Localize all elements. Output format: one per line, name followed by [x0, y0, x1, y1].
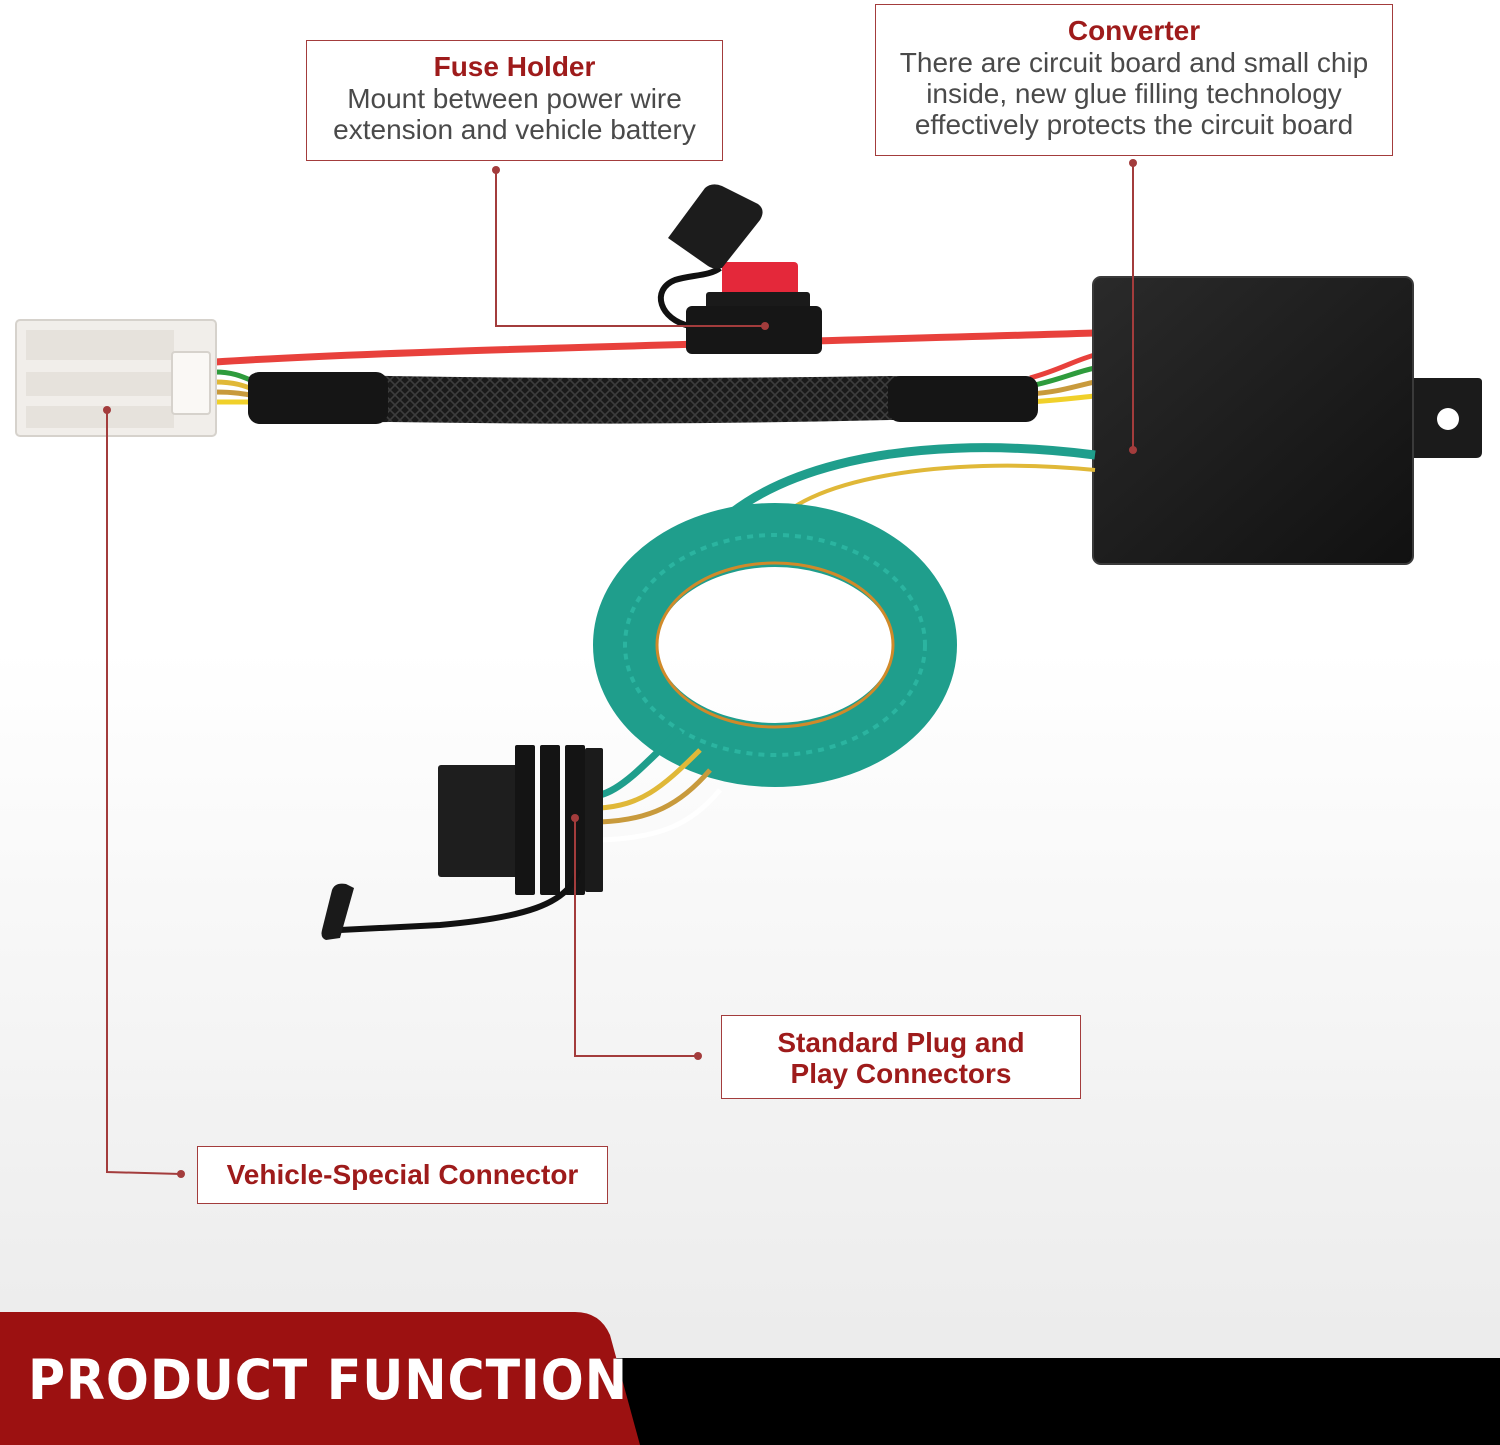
converter-desc-line3: effectively protects the circuit board — [914, 109, 1354, 140]
fuse-holder-desc-line1: Mount between power wire — [347, 83, 682, 114]
product-function-banner — [0, 1312, 1500, 1445]
converter-desc-line2: inside, new glue filling technology — [926, 78, 1342, 109]
banner-title: PRODUCT FUNCTION — [28, 1348, 628, 1412]
converter-module-graphic — [1092, 276, 1482, 565]
plug-and-play-title-line1: Standard Plug and — [777, 1027, 1025, 1058]
harness-wires-right — [1029, 352, 1096, 405]
coiled-cable — [593, 443, 1096, 843]
converter-title: Converter — [1067, 15, 1201, 46]
plug-and-play-title-line2: Play Connectors — [790, 1058, 1012, 1089]
converter-callout: Converter There are circuit board and sm… — [875, 4, 1393, 156]
leader-dots — [103, 159, 1137, 1178]
vehicle-connector-title: Vehicle-Special Connector — [226, 1159, 579, 1190]
power-wire — [214, 329, 1096, 366]
fuse-holder-desc-line2: extension and vehicle battery — [333, 114, 696, 145]
standard-plug-graphic — [321, 745, 603, 940]
vehicle-special-connector-graphic — [15, 319, 217, 437]
fuse-holder-title: Fuse Holder — [433, 51, 596, 82]
converter-desc-line1: There are circuit board and small chip — [899, 47, 1369, 78]
leader-lines — [106, 163, 1134, 1175]
fuse-holder-graphic — [657, 184, 822, 354]
braided-sleeve — [248, 372, 1038, 424]
fuse-holder-callout: Fuse Holder Mount between power wire ext… — [306, 40, 723, 161]
plug-and-play-callout: Standard Plug and Play Connectors — [721, 1015, 1081, 1099]
vehicle-connector-callout: Vehicle-Special Connector — [197, 1146, 608, 1204]
